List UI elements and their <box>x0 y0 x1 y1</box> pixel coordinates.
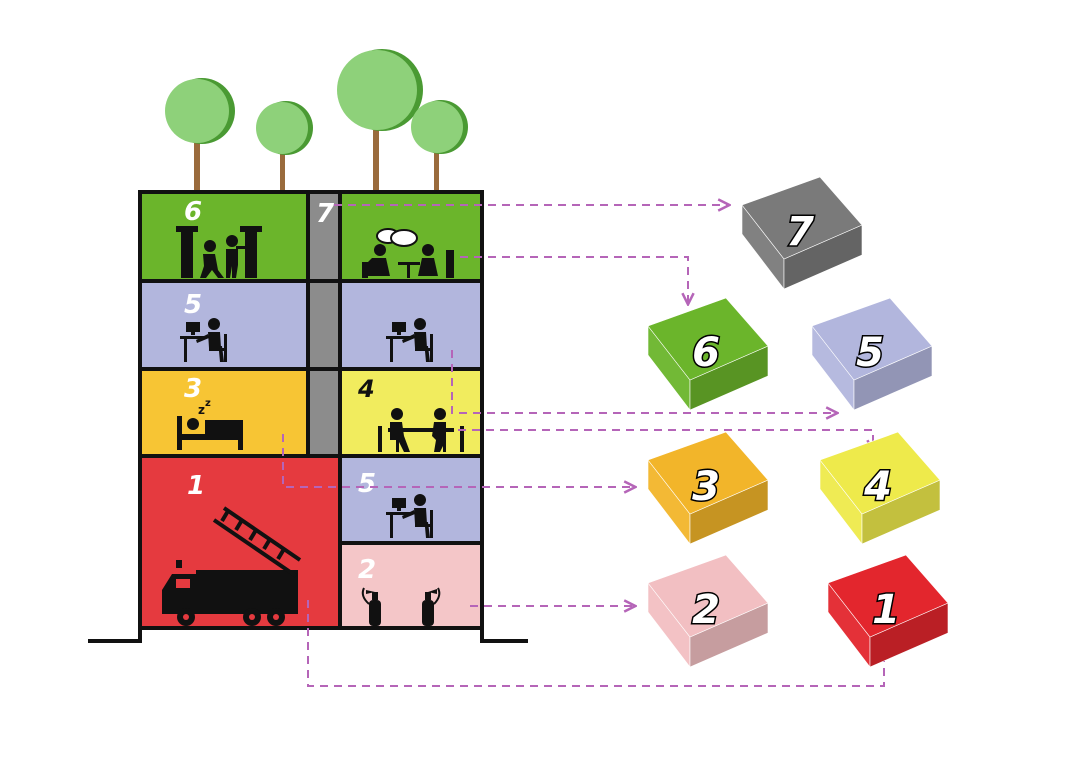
ground-line <box>88 628 528 643</box>
block-label: 3 <box>692 464 720 510</box>
workers-with-pillars-icon <box>176 226 262 278</box>
elevator-shaft <box>310 192 340 456</box>
room-5-lower <box>340 456 482 543</box>
fire-extinguisher-icon <box>361 587 441 626</box>
arrow-1 <box>307 600 884 687</box>
room-label-5: 5 <box>184 290 202 320</box>
tree <box>256 101 313 190</box>
block-7: 7 <box>741 176 863 290</box>
meeting-chat-icon <box>362 228 454 278</box>
sleeping-bed-icon: z z <box>177 398 243 450</box>
arrow-3 <box>282 434 634 487</box>
room-label-2: 2 <box>358 555 376 585</box>
room-labels: 6 7 5 3 4 1 5 2 <box>184 197 376 585</box>
block-3: 3 <box>647 431 769 545</box>
block-label: 4 <box>863 464 892 510</box>
tree <box>411 100 468 190</box>
block-4: 4 <box>819 431 941 545</box>
arrow-6 <box>460 256 688 303</box>
svg-text:z: z <box>198 403 205 417</box>
tree <box>337 49 423 190</box>
room-4 <box>340 369 482 456</box>
room-label-5-lower: 5 <box>358 469 376 499</box>
room-label-6: 6 <box>184 197 202 227</box>
table-meeting-icon <box>378 408 464 452</box>
rooftop-trees <box>165 49 468 190</box>
zoning-blocks: 7 6 5 3 4 2 1 <box>647 176 949 668</box>
arrow-4 <box>458 429 873 450</box>
block-label: 6 <box>692 330 720 376</box>
room-label-4: 4 <box>357 375 375 403</box>
tree <box>165 78 235 190</box>
block-6: 6 <box>647 297 769 411</box>
block-label: 5 <box>856 330 884 376</box>
arrow-5 <box>451 350 836 413</box>
block-label: 2 <box>692 587 720 633</box>
room-6 <box>140 192 308 281</box>
block-2: 2 <box>647 554 769 668</box>
fire-truck-icon <box>162 506 302 626</box>
room-3 <box>140 369 310 456</box>
room-5-right <box>340 281 482 369</box>
room-label-3: 3 <box>184 374 202 404</box>
block-label: 1 <box>872 587 900 633</box>
block-5: 5 <box>811 297 933 411</box>
building <box>138 190 484 630</box>
block-1: 1 <box>827 554 949 668</box>
room-label-7: 7 <box>316 199 335 229</box>
connector-arrows <box>282 205 884 687</box>
room-2 <box>340 543 482 628</box>
svg-text:z: z <box>205 398 211 409</box>
block-label: 7 <box>786 209 814 255</box>
room-label-1: 1 <box>187 471 205 501</box>
